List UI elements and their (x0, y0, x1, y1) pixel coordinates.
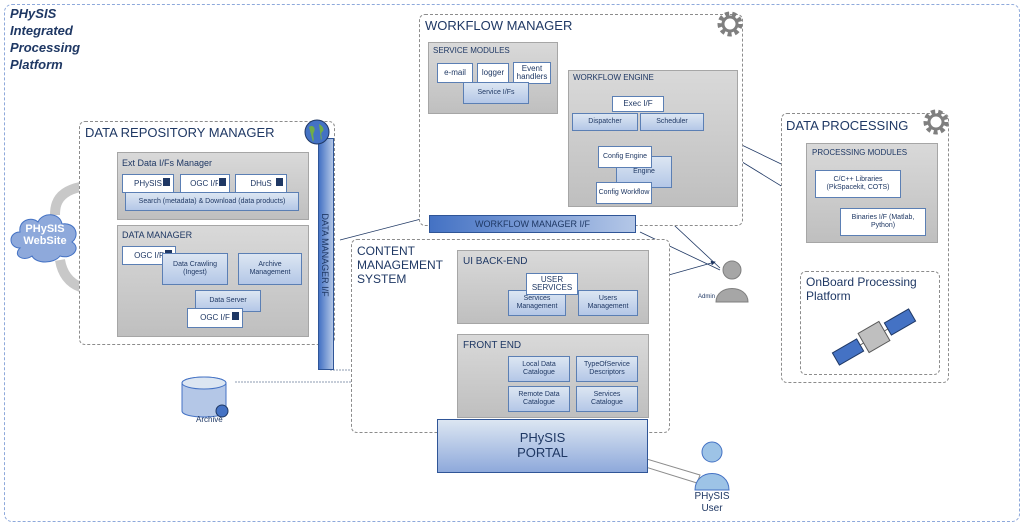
onboard-processing-line: OnBoard Processing (806, 275, 917, 289)
config-engine-box[interactable]: Config Engine (598, 146, 652, 168)
globe-icon (304, 119, 330, 145)
ui-backend-title: UI BACK-END (463, 256, 528, 267)
data-manager-title: DATA MANAGER (122, 230, 193, 240)
workflow-manager-title: WORKFLOW MANAGER (425, 18, 573, 33)
service-modules-title: SERVICE MODULES (433, 46, 510, 55)
ext-data-if-manager-title: Ext Data I/Fs Manager (122, 158, 213, 168)
platform-title-line: Processing (10, 40, 81, 55)
platform-title: PHySIS Integrated Processing Platform (10, 5, 80, 73)
ext-if-dhus[interactable]: DHuS (235, 174, 287, 193)
workflow-manager-if-bar[interactable]: WORKFLOW MANAGER I/F (429, 215, 636, 233)
platform-title-line: PHySIS (10, 6, 57, 21)
service-ifs-box[interactable]: Service I/Fs (463, 82, 529, 104)
workflow-engine-title: WORKFLOW ENGINE (573, 73, 654, 82)
gear-icon (717, 11, 743, 37)
data-processing-title: DATA PROCESSING (786, 118, 909, 133)
website-label-line: WebSite (23, 235, 67, 247)
platform-title-line: Integrated (10, 23, 73, 38)
local-data-catalogue-box[interactable]: Local Data Catalogue (508, 356, 570, 382)
user-label-line: User (701, 503, 723, 514)
admin-label: Admin (698, 294, 716, 300)
user-icon (694, 441, 730, 491)
data-crawling-box[interactable]: Data Crawling (Ingest) (162, 253, 228, 285)
database-icon (181, 376, 229, 418)
ext-if-dhus-label: DHuS (250, 178, 272, 188)
user-services-box[interactable]: USER SERVICES (526, 273, 578, 295)
cms-title-line: MANAGEMENT (357, 258, 444, 272)
data-repository-manager-title: DATA REPOSITORY MANAGER (85, 125, 275, 140)
processing-modules-title: PROCESSING MODULES (812, 148, 908, 157)
platform-frame (4, 4, 1020, 522)
onboard-processing-line: Platform (806, 289, 851, 303)
scheduler-box[interactable]: Scheduler (640, 113, 704, 131)
users-management-box[interactable]: Users Management (578, 290, 638, 316)
gear-icon (923, 109, 949, 135)
ext-if-physis[interactable]: PHySIS (122, 174, 174, 193)
platform-title-line: Platform (10, 57, 63, 72)
interface-icon (275, 177, 284, 187)
onboard-processing-panel (800, 271, 940, 375)
archive-label: Archive (196, 415, 223, 424)
email-module[interactable]: e-mail (437, 63, 473, 83)
cms-title-line: SYSTEM (357, 272, 407, 286)
archive-management-box[interactable]: Archive Management (238, 253, 302, 285)
data-server-ogc-if-label: OGC I/F (200, 313, 230, 322)
portal-label-line: PHySIS (519, 430, 566, 445)
satellite-icon (831, 308, 917, 366)
interface-icon (231, 311, 240, 321)
binaries-if-box[interactable]: Binaries I/F (Matlab, Python) (840, 208, 926, 236)
search-download-box[interactable]: Search (metadata) & Download (data produ… (125, 192, 299, 211)
typeofservice-descriptors-box[interactable]: TypeOfService Descriptors (576, 356, 638, 382)
cpp-libraries-box[interactable]: C/C++ Libraries (PkSpacekit, COTS) (815, 170, 901, 198)
interface-icon (162, 177, 171, 187)
portal-box[interactable]: PHySIS PORTAL (437, 419, 648, 473)
portal-label-line: PORTAL (517, 445, 568, 460)
dm-ogc-if-label: OGC I/F (134, 250, 164, 260)
cms-title: CONTENT MANAGEMENT SYSTEM (357, 244, 443, 286)
interface-icon (218, 177, 227, 187)
data-manager-if-label: DATA MANAGER I/F (320, 213, 330, 297)
user-label-line: PHySIS (694, 491, 730, 502)
cloud-icon (10, 214, 77, 263)
exec-if-box[interactable]: Exec I/F (612, 96, 664, 112)
ext-if-physis-label: PHySIS (133, 178, 162, 188)
onboard-processing-title: OnBoard Processing Platform (806, 275, 917, 303)
line-admin-to-wmif (639, 231, 721, 271)
ext-if-ogc[interactable]: OGC I/F (180, 174, 230, 193)
cms-title-line: CONTENT (357, 244, 415, 258)
ext-if-ogc-label: OGC I/F (190, 178, 220, 188)
user-label: PHySIS User (690, 491, 734, 515)
dispatcher-box[interactable]: Dispatcher (572, 113, 638, 131)
remote-data-catalogue-box[interactable]: Remote Data Catalogue (508, 386, 570, 412)
logger-module[interactable]: logger (477, 63, 509, 83)
website-label[interactable]: PHySIS WebSite (16, 223, 74, 247)
event-handlers-module[interactable]: Event handlers (513, 62, 551, 84)
front-end-title: FRONT END (463, 340, 522, 351)
config-workflow-box[interactable]: Config Workflow (596, 182, 652, 204)
data-server-ogc-if[interactable]: OGC I/F (187, 308, 243, 328)
services-catalogue-box[interactable]: Services Catalogue (576, 386, 638, 412)
admin-icon (715, 260, 749, 303)
website-label-line: PHySIS (25, 223, 65, 235)
